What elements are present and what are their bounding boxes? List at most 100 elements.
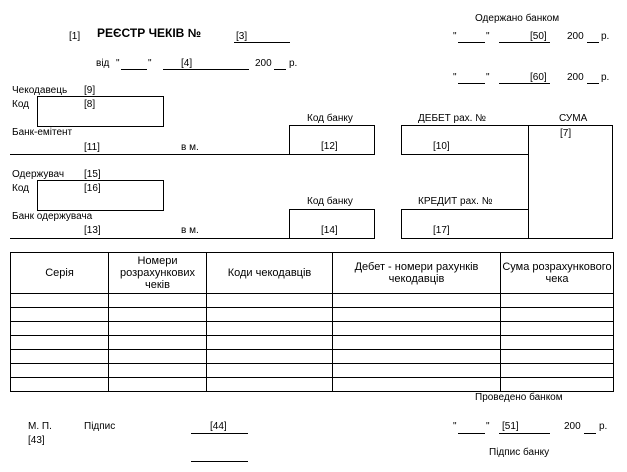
table-cell[interactable] xyxy=(108,349,207,364)
ref-date: [4] xyxy=(181,58,193,69)
payee-bank-ref: [13] xyxy=(84,225,101,236)
table-cell[interactable] xyxy=(206,335,333,350)
table-cell[interactable] xyxy=(108,335,207,350)
table-cell[interactable] xyxy=(108,363,207,378)
signature-label: Підпис xyxy=(84,421,116,432)
quote-close: " xyxy=(486,72,490,83)
quote-open: " xyxy=(453,72,457,83)
quote-close: " xyxy=(486,421,490,432)
payee-ref: [15] xyxy=(84,169,101,180)
sum-label: СУМА xyxy=(559,113,588,124)
drawer-code-box[interactable] xyxy=(37,96,164,127)
table-cell[interactable] xyxy=(500,349,614,364)
table-cell[interactable] xyxy=(500,335,614,350)
drawer-bank-label: Банк-емітент xyxy=(12,127,73,138)
year-line xyxy=(274,69,286,70)
payee-code-box[interactable] xyxy=(37,180,164,211)
table-cell[interactable] xyxy=(206,293,333,308)
table-cell[interactable] xyxy=(500,307,614,322)
table-cell[interactable] xyxy=(500,321,614,336)
processed-label: Проведено банком xyxy=(475,392,563,403)
month-line xyxy=(499,42,550,43)
table-cell[interactable] xyxy=(332,349,501,364)
signature-line-2 xyxy=(191,461,248,462)
debit-label: ДЕБЕТ рах. № xyxy=(418,113,486,124)
table-cell[interactable] xyxy=(10,349,109,364)
year-prefix: 200 xyxy=(564,421,581,432)
drawer-city-label: в м. xyxy=(181,142,199,153)
year-line xyxy=(587,42,599,43)
month-line xyxy=(499,433,550,434)
payee-code-ref: [16] xyxy=(84,183,101,194)
stamp-label: М. П. xyxy=(28,421,52,432)
table-cell[interactable] xyxy=(332,293,501,308)
quote-open: " xyxy=(453,421,457,432)
column-header-debit-accounts: Дебет - номери рахунків чекодавців xyxy=(332,252,501,294)
table-cell[interactable] xyxy=(10,321,109,336)
sum-box[interactable] xyxy=(528,125,613,239)
received-date-ref: [50] xyxy=(530,31,547,42)
document-title: РЕЄСТР ЧЕКІВ № xyxy=(97,26,202,40)
table-cell[interactable] xyxy=(500,363,614,378)
payee-bank-code-ref: [14] xyxy=(321,225,338,236)
column-header-drawer-codes: Коди чекодавців xyxy=(206,252,333,294)
quote-close: " xyxy=(148,58,152,69)
table-cell[interactable] xyxy=(10,377,109,392)
column-header-series: Серія xyxy=(10,252,109,294)
payee-bank-line xyxy=(10,238,290,239)
sum-ref: [7] xyxy=(560,128,572,139)
table-cell[interactable] xyxy=(108,307,207,322)
table-row xyxy=(10,293,614,308)
table-cell[interactable] xyxy=(332,321,501,336)
year-line xyxy=(587,83,599,84)
signature-line xyxy=(191,433,248,434)
table-cell[interactable] xyxy=(332,363,501,378)
quote-close: " xyxy=(486,31,490,42)
bank-signature-label: Підпис банку xyxy=(489,447,550,458)
drawer-bank-code-ref: [12] xyxy=(321,141,338,152)
table-row xyxy=(10,349,614,364)
day-line xyxy=(458,83,485,84)
drawer-label: Чекодавець xyxy=(12,85,68,96)
ref-title: [1] xyxy=(69,31,81,42)
quote-open: " xyxy=(453,31,457,42)
table-cell[interactable] xyxy=(108,293,207,308)
table-cell[interactable] xyxy=(332,335,501,350)
column-header-cheque-sum: Сума розрахункового чека xyxy=(500,252,614,294)
table-cell[interactable] xyxy=(500,293,614,308)
credit-account-box[interactable] xyxy=(401,209,529,239)
ref-number: [3] xyxy=(236,31,248,42)
payee-city-label: в м. xyxy=(181,225,199,236)
day-line xyxy=(458,433,485,434)
number-line xyxy=(234,42,290,43)
table-cell[interactable] xyxy=(206,307,333,322)
payee-bank-code-box[interactable] xyxy=(289,209,375,239)
table-cell[interactable] xyxy=(206,321,333,336)
drawer-ref: [9] xyxy=(84,85,96,96)
cheque-register-table: Серія Номери розрахункових чеків Коди че… xyxy=(10,252,614,392)
table-cell[interactable] xyxy=(10,307,109,322)
month-line xyxy=(163,69,249,70)
table-cell[interactable] xyxy=(10,335,109,350)
table-row xyxy=(10,335,614,350)
table-header-row: Серія Номери розрахункових чеків Коди че… xyxy=(10,252,614,294)
drawer-code-ref: [8] xyxy=(84,99,96,110)
table-cell[interactable] xyxy=(206,363,333,378)
payee-code-label: Код xyxy=(12,183,30,194)
table-cell[interactable] xyxy=(10,293,109,308)
table-cell[interactable] xyxy=(332,307,501,322)
payee-bank-label: Банк одержувача xyxy=(12,211,93,222)
drawer-bank-code-box[interactable] xyxy=(289,125,375,155)
drawer-bank-ref: [11] xyxy=(84,142,100,153)
table-cell[interactable] xyxy=(206,349,333,364)
table-cell[interactable] xyxy=(332,377,501,392)
debit-account-box[interactable] xyxy=(401,125,529,155)
year-prefix: 200 xyxy=(567,72,584,83)
table-cell[interactable] xyxy=(206,377,333,392)
month-line xyxy=(499,83,550,84)
table-cell[interactable] xyxy=(108,321,207,336)
drawer-code-label: Код xyxy=(12,99,30,110)
table-cell[interactable] xyxy=(10,363,109,378)
table-cell[interactable] xyxy=(500,377,614,392)
table-cell[interactable] xyxy=(108,377,207,392)
